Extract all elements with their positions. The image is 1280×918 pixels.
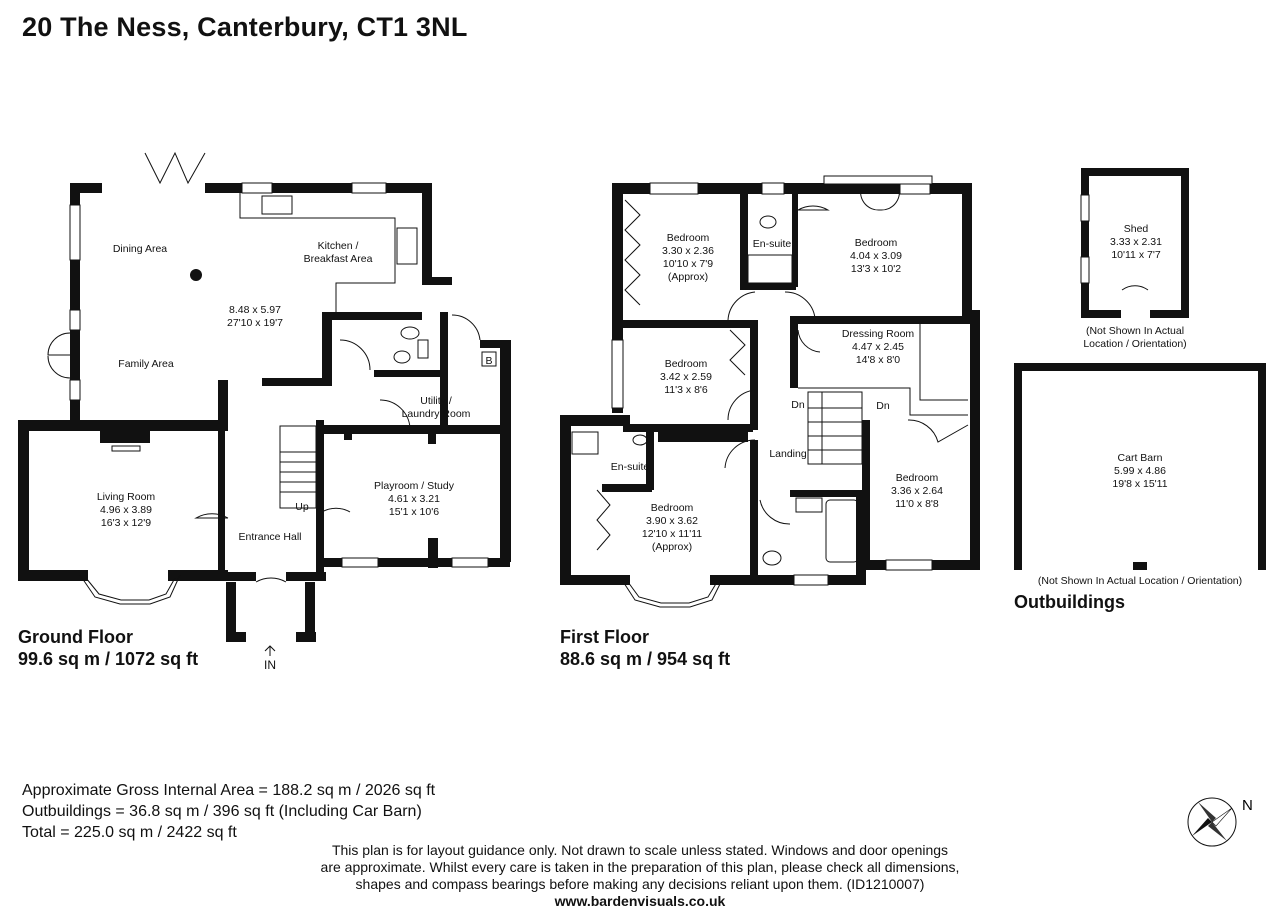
first-floor-area: 88.6 sq m / 954 sq ft (560, 649, 731, 669)
room-label-utility-2: Laundry Room (402, 408, 471, 420)
room-label-ensuite-top: En-suite (753, 238, 792, 250)
room-dim-dressing-imperial: 14'8 x 8'0 (856, 354, 900, 366)
entry-arrow-icon (264, 645, 276, 656)
room-label-dressing: Dressing Room (842, 328, 915, 340)
room-dim-bedroom-2-metric: 4.04 x 3.09 (850, 250, 902, 262)
disclaimer-line-2: are approximate. Whilst every care is ta… (320, 859, 960, 875)
room-dim-bedroom-3-imperial: 11'3 x 8'6 (664, 384, 708, 396)
first-floor-name: First Floor (560, 627, 649, 647)
room-dim-dressing-metric: 4.47 x 2.45 (852, 341, 904, 353)
room-label-kitchen-1: Kitchen / (318, 240, 359, 252)
room-dim-bedroom-1-metric: 3.30 x 2.36 (662, 245, 714, 257)
room-label-shed: Shed (1124, 223, 1149, 235)
ground-floor-area: 99.6 sq m / 1072 sq ft (18, 649, 199, 669)
room-label-ensuite-bottom: En-suite (611, 461, 650, 473)
room-dim-shed-imperial: 10'11 x 7'7 (1111, 249, 1161, 261)
area-summary: Approximate Gross Internal Area = 188.2 … (22, 780, 435, 843)
room-dim-bedroom-1-imperial: 10'10 x 7'9 (663, 258, 713, 270)
room-label-bedroom-1: Bedroom (667, 232, 710, 244)
room-label-playroom: Playroom / Study (374, 480, 455, 492)
room-dim-bedroom-4-imperial: 12'10 x 11'11 (642, 528, 702, 540)
room-label-living: Living Room (97, 491, 156, 503)
room-dim-bedroom-4-approx: (Approx) (652, 541, 692, 553)
room-dim-bedroom-5-metric: 3.36 x 2.64 (891, 485, 943, 497)
room-dim-living-imperial: 16'3 x 12'9 (101, 517, 151, 529)
website-link[interactable]: www.bardenvisuals.co.uk (554, 893, 726, 909)
room-label-cart-barn: Cart Barn (1118, 452, 1163, 464)
room-label-bedroom-2: Bedroom (855, 237, 898, 249)
room-dim-bedroom-4-metric: 3.90 x 3.62 (646, 515, 698, 527)
disclaimer-line-3: shapes and compass bearings before makin… (355, 876, 925, 892)
room-label-dining: Dining Area (113, 243, 167, 255)
room-label-entrance-hall: Entrance Hall (238, 531, 301, 543)
ground-floor-caption: Ground Floor 99.6 sq m / 1072 sq ft (18, 626, 198, 670)
shed-note-line-2: Location / Orientation) (1083, 338, 1186, 350)
outbuildings-caption: Outbuildings (1014, 592, 1125, 612)
compass-rose-icon (1187, 797, 1237, 847)
entry-label: IN (264, 658, 276, 672)
outbuildings-plan (1014, 168, 1266, 570)
stairs-up-label: Up (295, 501, 309, 513)
gross-area: Approximate Gross Internal Area = 188.2 … (22, 782, 436, 799)
shed-note-line-1: (Not Shown In Actual (1086, 325, 1184, 337)
room-label-utility-1: Utility / (420, 395, 452, 407)
outbuildings-area: Outbuildings = 36.8 sq m / 396 sq ft (In… (22, 803, 422, 820)
ground-floor-name: Ground Floor (18, 627, 133, 647)
barn-note: (Not Shown In Actual Location / Orientat… (1038, 575, 1242, 587)
room-dim-open-plan-imperial: 27'10 x 19'7 (227, 317, 283, 329)
room-dim-bedroom-1-approx: (Approx) (668, 271, 708, 283)
room-dim-playroom-imperial: 15'1 x 10'6 (389, 506, 439, 518)
room-label-bedroom-3: Bedroom (665, 358, 708, 370)
ground-floor-plan (18, 151, 511, 642)
room-dim-barn-metric: 5.99 x 4.86 (1114, 465, 1166, 477)
total-area: Total = 225.0 sq m / 2422 sq ft (22, 824, 237, 841)
room-dim-bedroom-3-metric: 3.42 x 2.59 (660, 371, 712, 383)
disclaimer-line-1: This plan is for layout guidance only. N… (331, 842, 949, 858)
room-dim-barn-imperial: 19'8 x 15'11 (1112, 478, 1167, 490)
page-title: 20 The Ness, Canterbury, CT1 3NL (22, 12, 468, 42)
first-floor-caption: First Floor 88.6 sq m / 954 sq ft (560, 626, 730, 670)
room-dim-bedroom-2-imperial: 13'3 x 10'2 (851, 263, 901, 275)
stairs-down-label-1: Dn (791, 399, 805, 411)
room-label-landing: Landing (769, 448, 807, 460)
room-label-family: Family Area (118, 358, 174, 370)
room-dim-bedroom-5-imperial: 11'0 x 8'8 (895, 498, 939, 510)
room-dim-living-metric: 4.96 x 3.89 (100, 504, 152, 516)
room-label-bedroom-4: Bedroom (651, 502, 694, 514)
room-dim-playroom-metric: 4.61 x 3.21 (388, 493, 440, 505)
room-dim-shed-metric: 3.33 x 2.31 (1110, 236, 1162, 248)
room-label-kitchen-2: Breakfast Area (304, 253, 373, 265)
boiler-label: B (485, 355, 492, 367)
compass-north-label: N (1242, 797, 1253, 814)
stairs-down-label-2: Dn (876, 400, 890, 412)
room-label-bedroom-5: Bedroom (896, 472, 939, 484)
disclaimer: This plan is for layout guidance only. N… (290, 842, 990, 910)
room-dim-open-plan-metric: 8.48 x 5.97 (229, 304, 281, 316)
first-floor-plan (560, 175, 980, 608)
